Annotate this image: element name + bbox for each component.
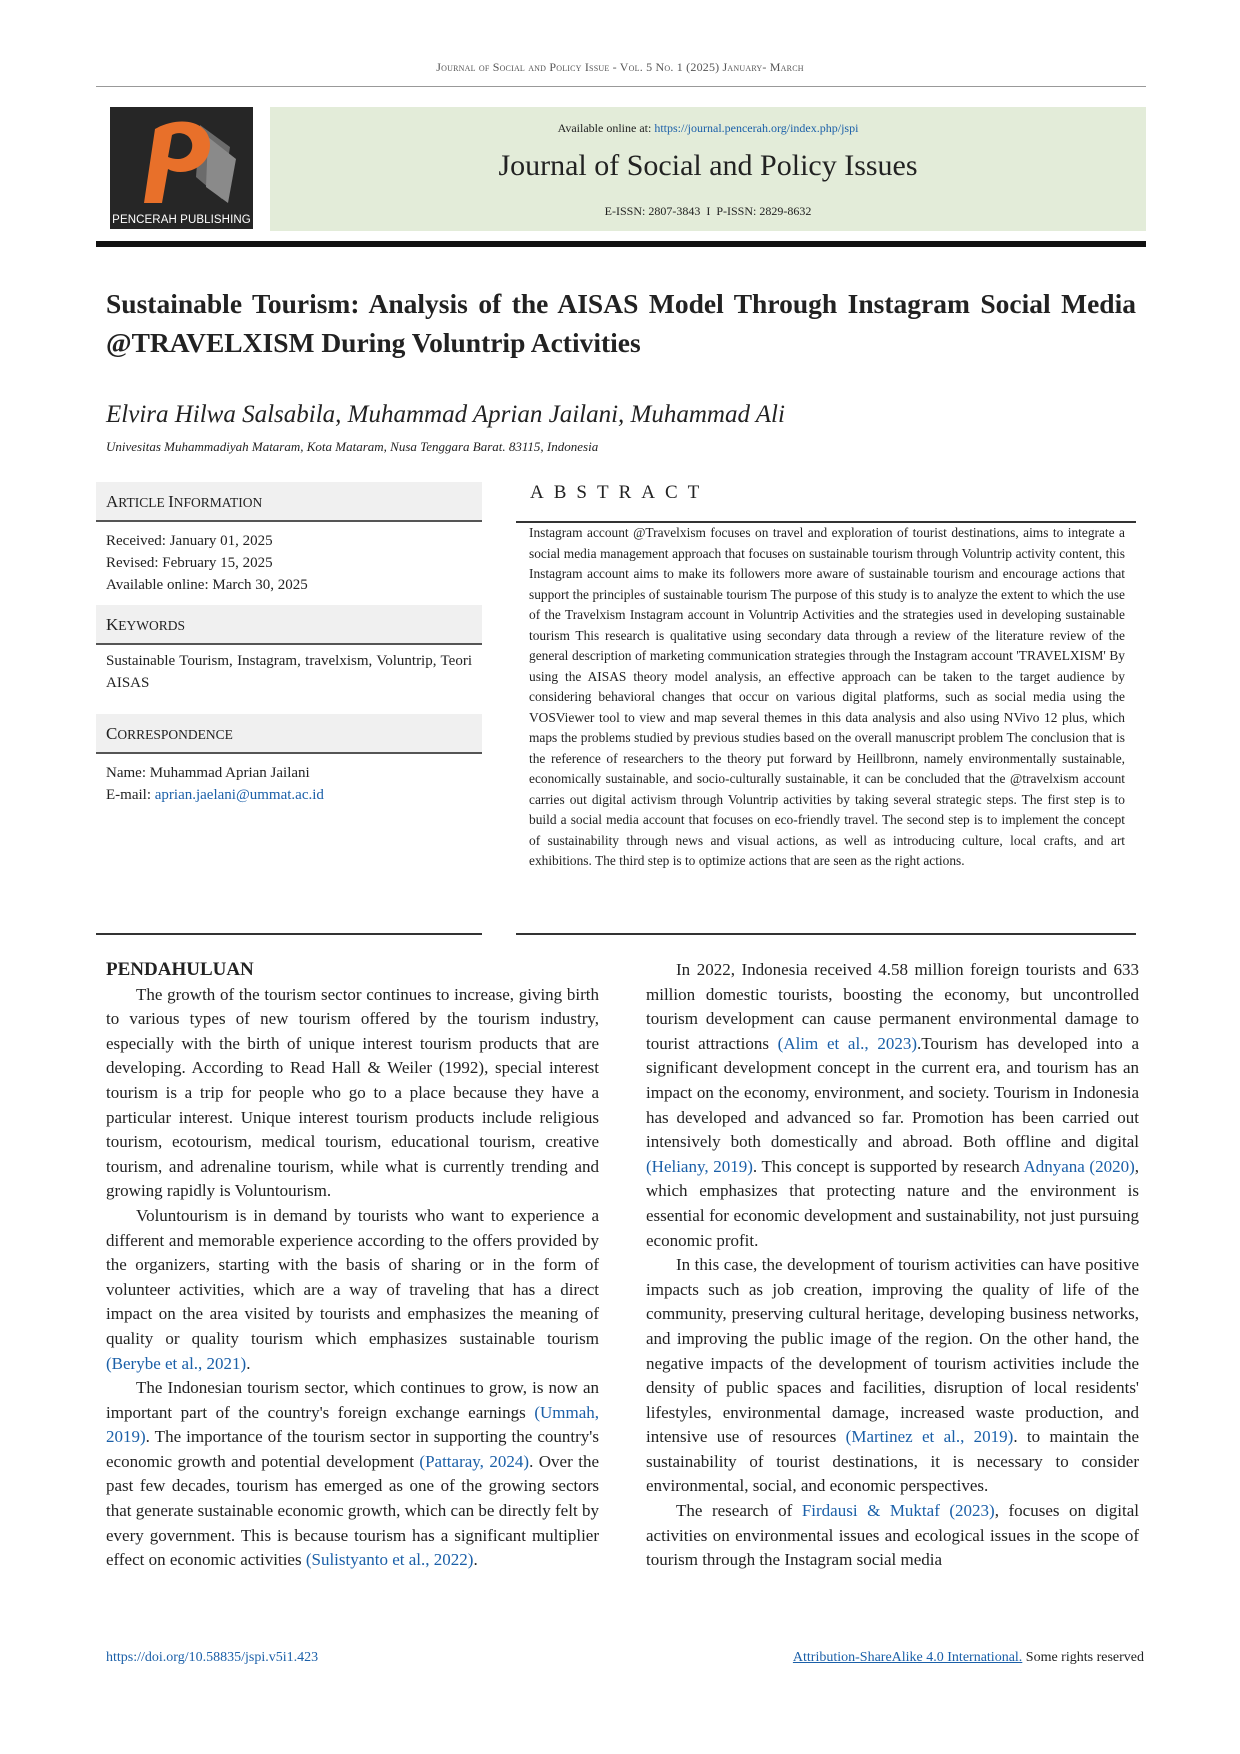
citation-link[interactable]: (Martinez et al., 2019) — [845, 1427, 1014, 1447]
citation-link[interactable]: Adnyana (2020) — [1023, 1156, 1135, 1176]
paragraph-5: In this case, the development of tourism… — [646, 1255, 1140, 1496]
paragraph-4: In 2022, Indonesia received 4.58 million… — [646, 960, 1140, 1250]
license-link[interactable]: Attribution-ShareAlike 4.0 International… — [792, 1650, 1023, 1665]
citation-link[interactable]: (Berybe et al., 2021) — [106, 1353, 247, 1373]
available-date: Available online: March 30, 2025 — [106, 577, 308, 593]
correspondence-email-row: E-mail: aprian.jaelani@ummat.ac.id — [106, 787, 324, 803]
keywords-heading: Keywords — [96, 605, 482, 645]
citation-link[interactable]: (Heliany, 2019) — [646, 1156, 753, 1176]
citation-link[interactable]: (Alim et al., 2023) — [777, 1033, 918, 1053]
article-dates: Received: January 01, 2025 Revised: Febr… — [106, 530, 472, 596]
journal-name: Journal of Social and Policy Issues — [498, 149, 918, 182]
article-info-heading: Article Information — [96, 482, 482, 522]
journal-url-link[interactable]: https://journal.pencerah.org/index.php/j… — [654, 121, 859, 135]
logo-text: PENCERAH PUBLISHING — [112, 214, 251, 226]
keywords-text: Sustainable Tourism, Instagram, travelxi… — [106, 653, 472, 691]
side-bottom-rule — [96, 933, 482, 935]
license-notice: Attribution-ShareAlike 4.0 International… — [792, 1650, 1144, 1665]
authors: Elvira Hilwa Salsabila, Muhammad Aprian … — [106, 401, 785, 428]
correspondence-email-link[interactable]: aprian.jaelani@ummat.ac.id — [154, 787, 324, 803]
citation-link[interactable]: Firdausi & Muktaf (2023) — [801, 1501, 995, 1521]
citation-link[interactable]: (Sulistyanto et al., 2022) — [305, 1550, 474, 1570]
online-label: Available online at: — [557, 121, 652, 135]
journal-issn: E-ISSN: 2807-3843 I P-ISSN: 2829-8632 — [604, 204, 812, 218]
paragraph-1: The growth of the tourism sector continu… — [106, 984, 599, 1201]
abstract-text: Instagram account @Travelxism focuses on… — [529, 525, 1125, 868]
correspondence-details: Name: Muhammad Aprian Jailani E-mail: ap… — [106, 762, 472, 806]
correspondence-heading: Correspondence — [96, 714, 482, 754]
citation-link[interactable]: (Ummah, 2019) — [106, 1402, 599, 1447]
thick-rule — [96, 241, 1146, 247]
body-right-column: In 2022, Indonesia received 4.58 million… — [646, 958, 1139, 1573]
logo-p-icon — [144, 121, 236, 203]
correspondence-name: Name: Muhammad Aprian Jailani — [106, 765, 310, 781]
paper-title: Sustainable Tourism: Analysis of the AIS… — [106, 288, 1136, 358]
body-left-column: PENDAHULUAN The growth of the tourism se… — [106, 958, 599, 1573]
doi-link[interactable]: https://doi.org/10.58835/jspi.v5i1.423 — [106, 1650, 319, 1665]
paragraph-3: The Indonesian tourism sector, which con… — [106, 1378, 599, 1570]
abstract-top-rule — [516, 521, 1136, 523]
section-heading: PENDAHULUAN — [106, 959, 254, 980]
header-rule — [96, 86, 1146, 87]
received-date: Received: January 01, 2025 — [106, 533, 273, 549]
online-availability: Available online at: https://journal.pen… — [270, 121, 1146, 136]
paragraph-2: Voluntourism is in demand by tourists wh… — [106, 1205, 599, 1373]
revised-date: Revised: February 15, 2025 — [106, 555, 273, 571]
affiliation: Univesitas Muhammadiyah Mataram, Kota Ma… — [106, 439, 599, 454]
running-header: Journal of Social and Policy Issue - Vol… — [436, 60, 804, 74]
journal-banner: Available online at: https://journal.pen… — [270, 107, 1146, 231]
citation-link[interactable]: (Pattaray, 2024) — [419, 1451, 530, 1471]
abstract-heading: ABSTRACT — [530, 482, 710, 503]
paragraph-6: The research of Firdausi & Muktaf (2023)… — [646, 1501, 1139, 1570]
abstract-bottom-rule — [516, 933, 1136, 935]
publisher-logo: PENCERAH PUBLISHING — [110, 107, 253, 229]
